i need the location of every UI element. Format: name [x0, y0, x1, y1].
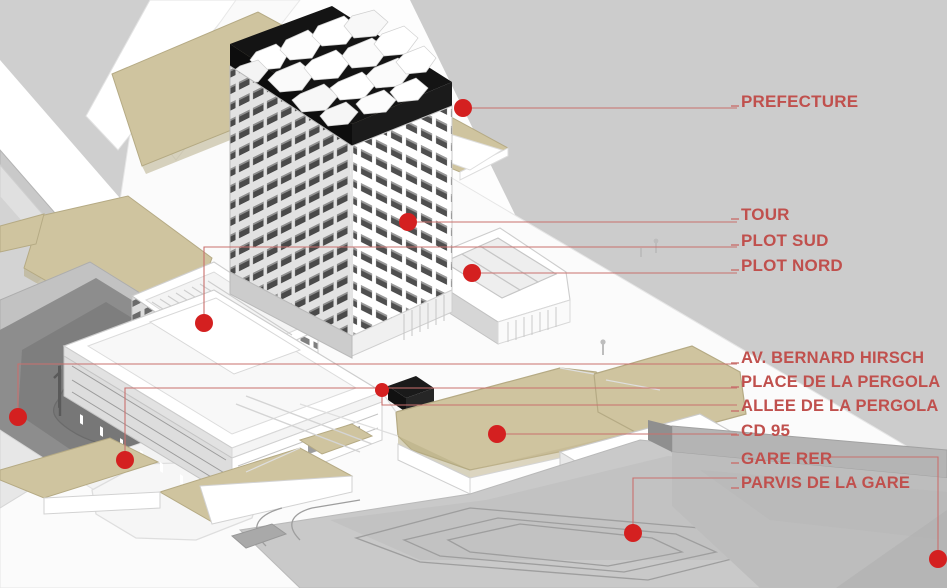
tower-tour: [229, 6, 453, 359]
roof-crystal-forms: [231, 9, 437, 127]
background-panel-right: [410, 0, 947, 470]
crossing-marking: [230, 523, 288, 549]
